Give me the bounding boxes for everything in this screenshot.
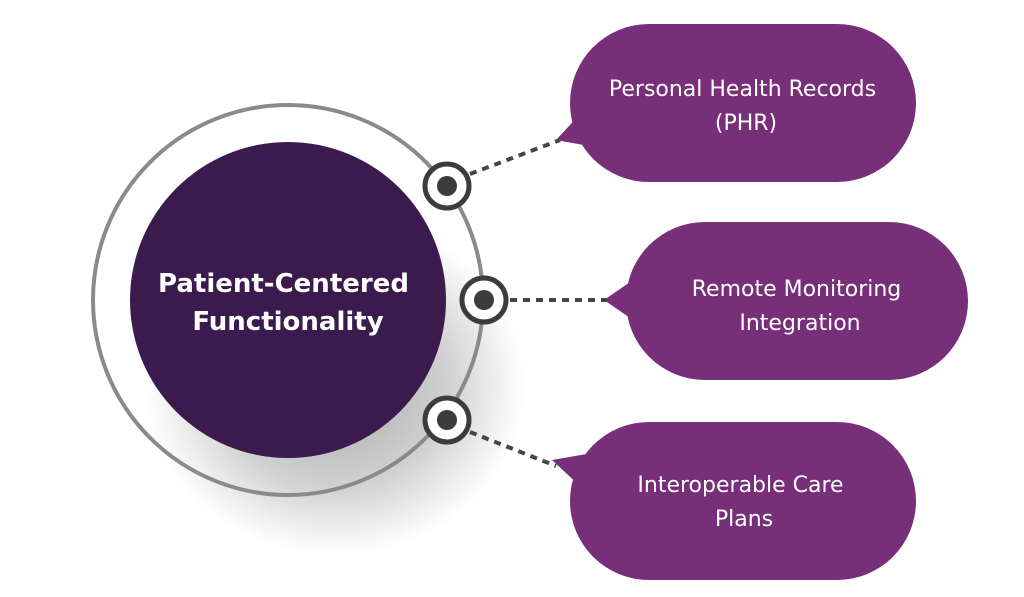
connector-node-3 bbox=[422, 395, 472, 445]
connector-line-1 bbox=[469, 138, 561, 176]
connector-node-1 bbox=[422, 161, 472, 211]
connector-node-2 bbox=[459, 275, 509, 325]
feature-bubble-2: Remote Monitoring Integration bbox=[604, 222, 968, 380]
bubble-2-shape bbox=[626, 222, 968, 380]
bubble-1-shape bbox=[570, 24, 916, 182]
hub-circle bbox=[130, 142, 446, 458]
feature-bubble-3: Interoperable Care Plans bbox=[552, 422, 916, 580]
bubble-3-shape bbox=[570, 422, 916, 580]
connector-line-3 bbox=[469, 430, 557, 468]
feature-bubble-1: Personal Health Records (PHR) bbox=[556, 24, 916, 182]
